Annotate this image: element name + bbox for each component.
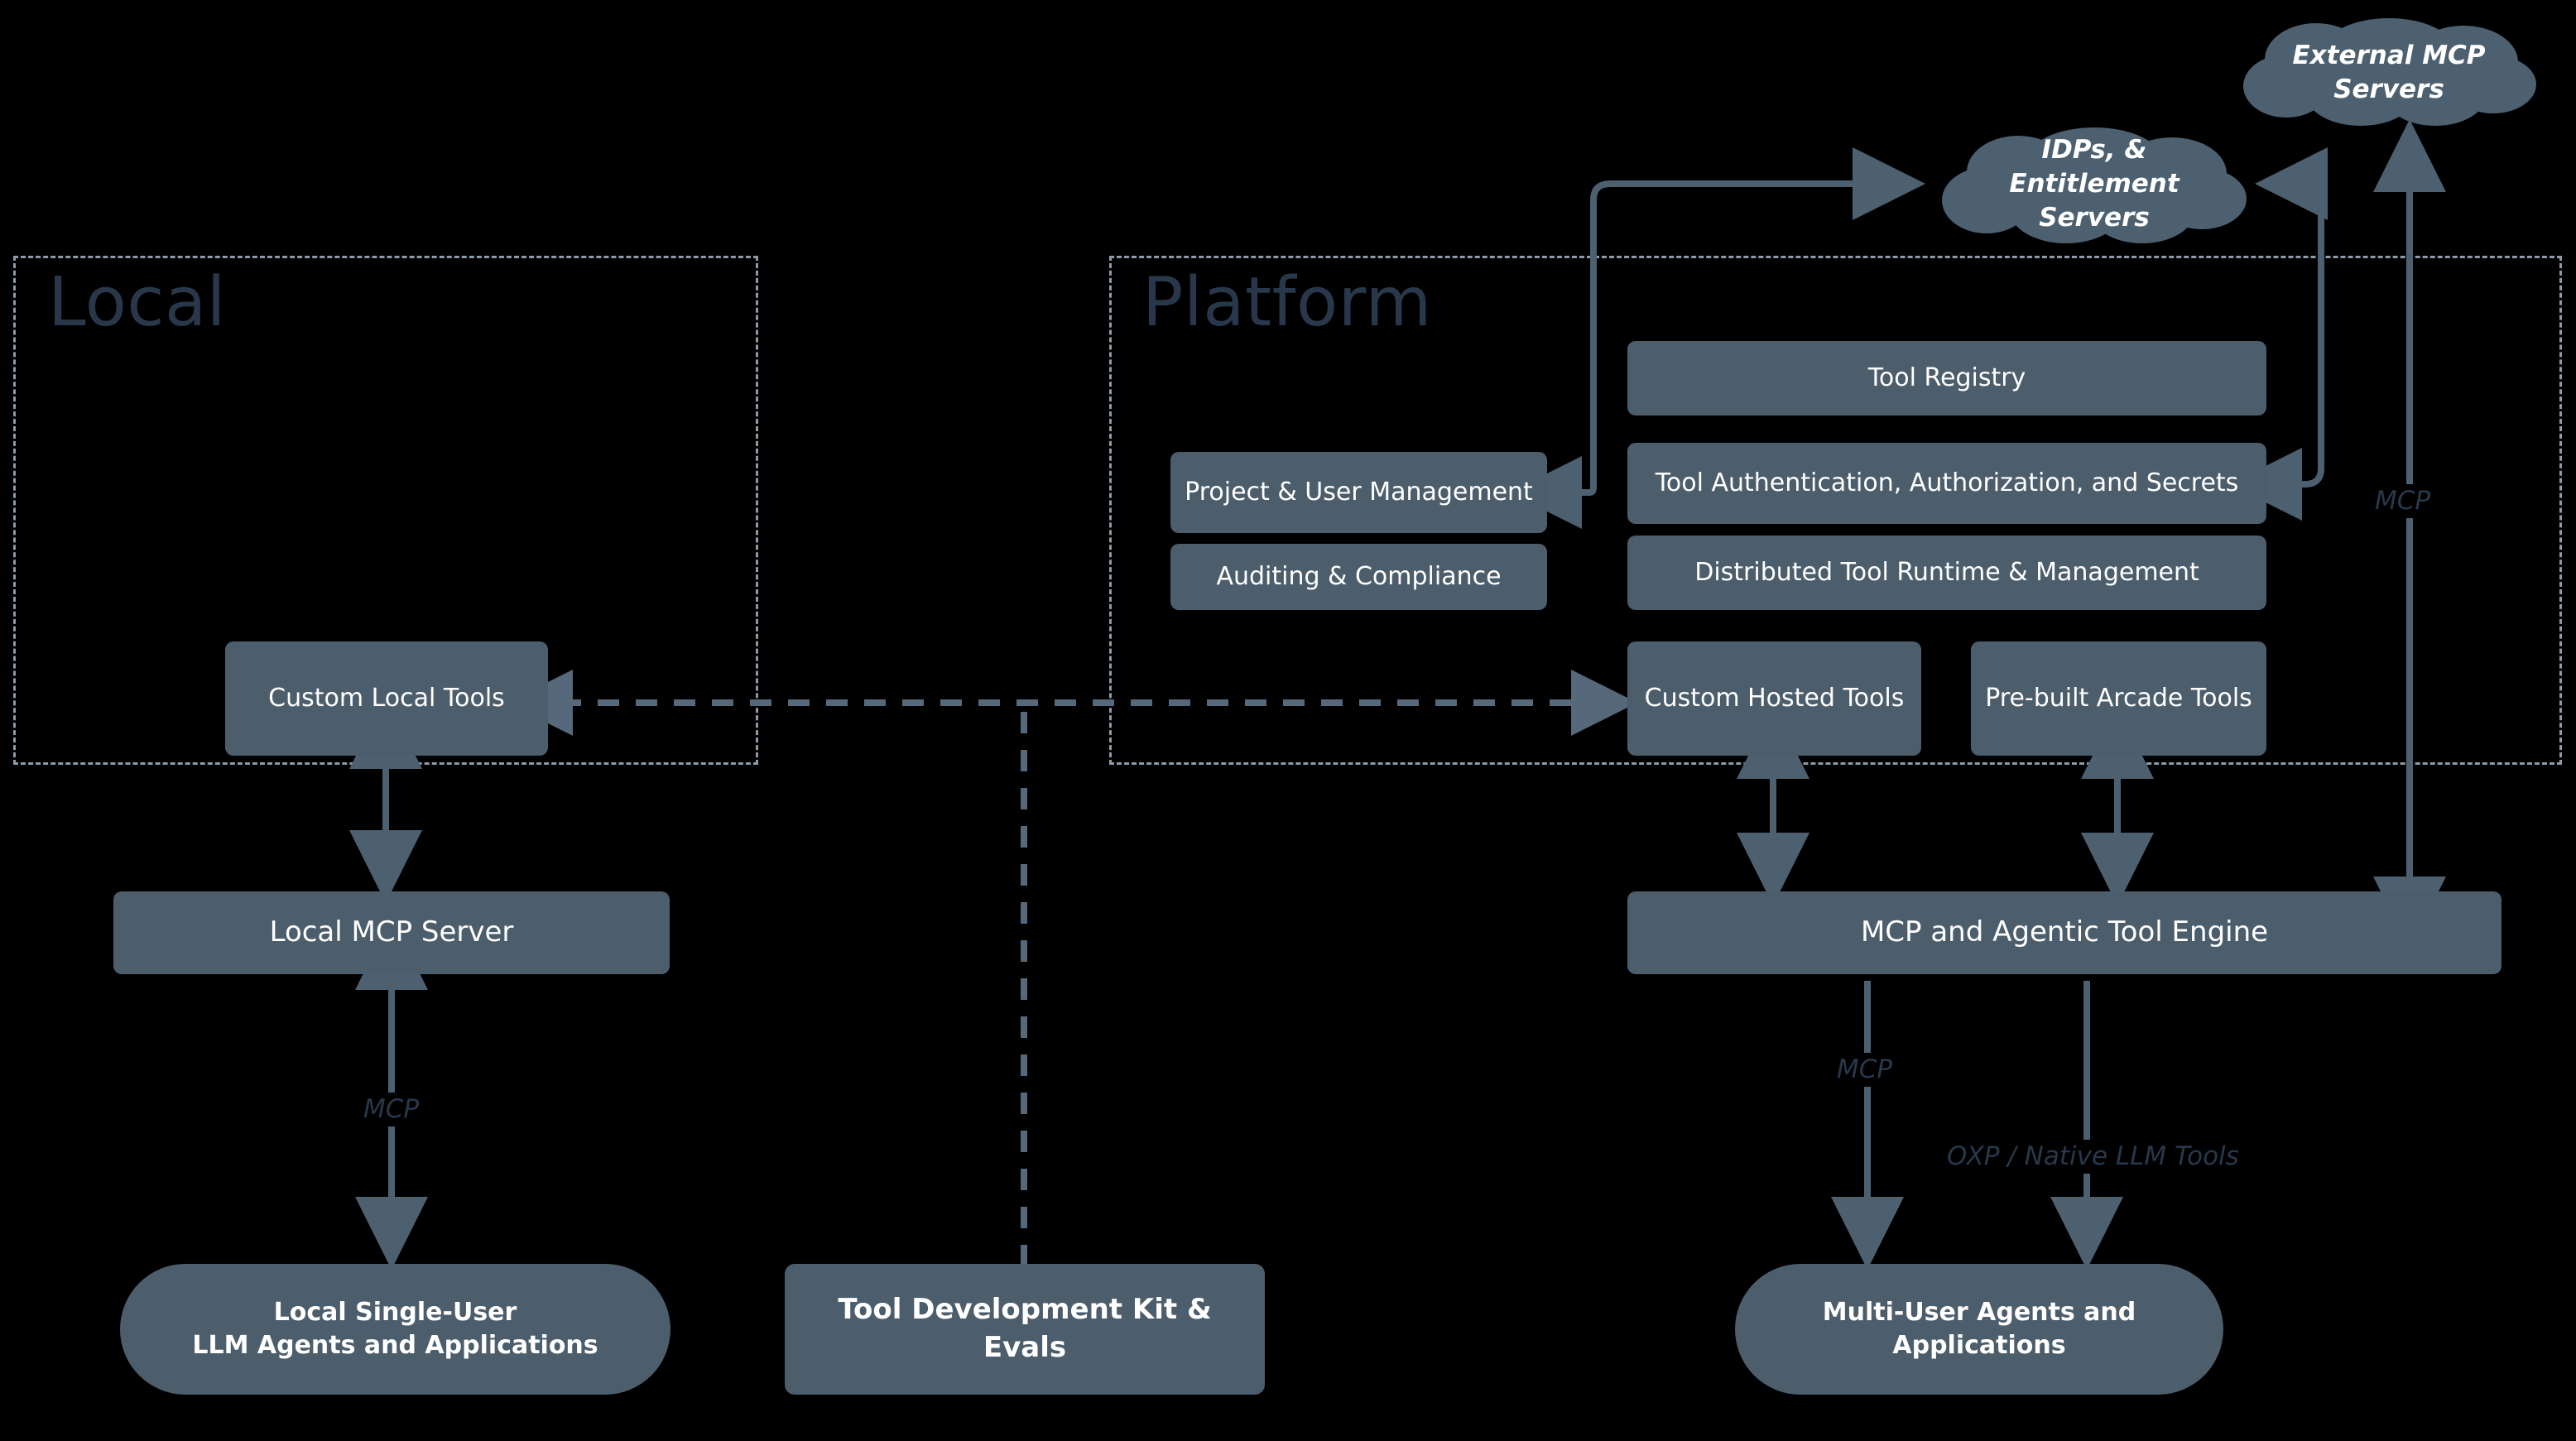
region-title-local: Local	[48, 263, 227, 342]
cloud-idps-entitlement-servers: IDPs, & Entitlement Servers	[1929, 124, 2260, 244]
cloud-label-external-mcp-servers: External MCP Servers	[2292, 40, 2486, 104]
edge-label-mcp-local: MCP	[358, 1093, 425, 1127]
node-tool-development-kit-evals[interactable]: Tool Development Kit & Evals	[785, 1264, 1265, 1395]
node-multi-user-agents[interactable]: Multi-User Agents and Applications	[1735, 1264, 2223, 1395]
cloud-shape-icon	[1942, 127, 2247, 243]
node-prebuilt-arcade-tools[interactable]: Pre-built Arcade Tools	[1971, 641, 2266, 756]
cloud-label-idps-entitlement-servers: IDPs, & Entitlement Servers	[2009, 135, 2180, 233]
node-mcp-and-agentic-tool-engine[interactable]: MCP and Agentic Tool Engine	[1627, 891, 2502, 974]
node-local-mcp-server[interactable]: Local MCP Server	[113, 891, 670, 974]
edge-label-oxp-native-llm-tools: OXP / Native LLM Tools	[1941, 1140, 2245, 1174]
node-custom-hosted-tools[interactable]: Custom Hosted Tools	[1627, 641, 1921, 756]
region-title-platform: Platform	[1142, 263, 1432, 342]
node-local-single-user-agents[interactable]: Local Single-User LLM Agents and Applica…	[120, 1264, 670, 1395]
node-project-user-management[interactable]: Project & User Management	[1170, 452, 1547, 533]
edge-dashed-tool-dev-kit-tree	[507, 670, 1637, 1265]
cloud-shape-icon	[2243, 18, 2536, 126]
node-distributed-tool-runtime-management[interactable]: Distributed Tool Runtime & Management	[1627, 536, 2266, 610]
node-auditing-compliance[interactable]: Auditing & Compliance	[1170, 544, 1547, 610]
node-tool-registry[interactable]: Tool Registry	[1627, 341, 2266, 415]
local-agents-line-2: LLM Agents and Applications	[192, 1331, 598, 1360]
multi-user-agents-line-1: Multi-User Agents and	[1822, 1297, 2136, 1327]
node-tool-authentication-authorization-secrets[interactable]: Tool Authentication, Authorization, and …	[1627, 443, 2266, 524]
multi-user-agents-line-2: Applications	[1892, 1331, 2066, 1360]
edge-label-mcp-platform-engine: MCP	[1831, 1053, 1899, 1088]
local-agents-line-1: Local Single-User	[273, 1297, 517, 1327]
cloud-external-mcp-servers: External MCP Servers	[2227, 17, 2551, 128]
node-custom-local-tools[interactable]: Custom Local Tools	[225, 641, 548, 756]
edge-label-mcp-external: MCP	[2369, 484, 2437, 519]
